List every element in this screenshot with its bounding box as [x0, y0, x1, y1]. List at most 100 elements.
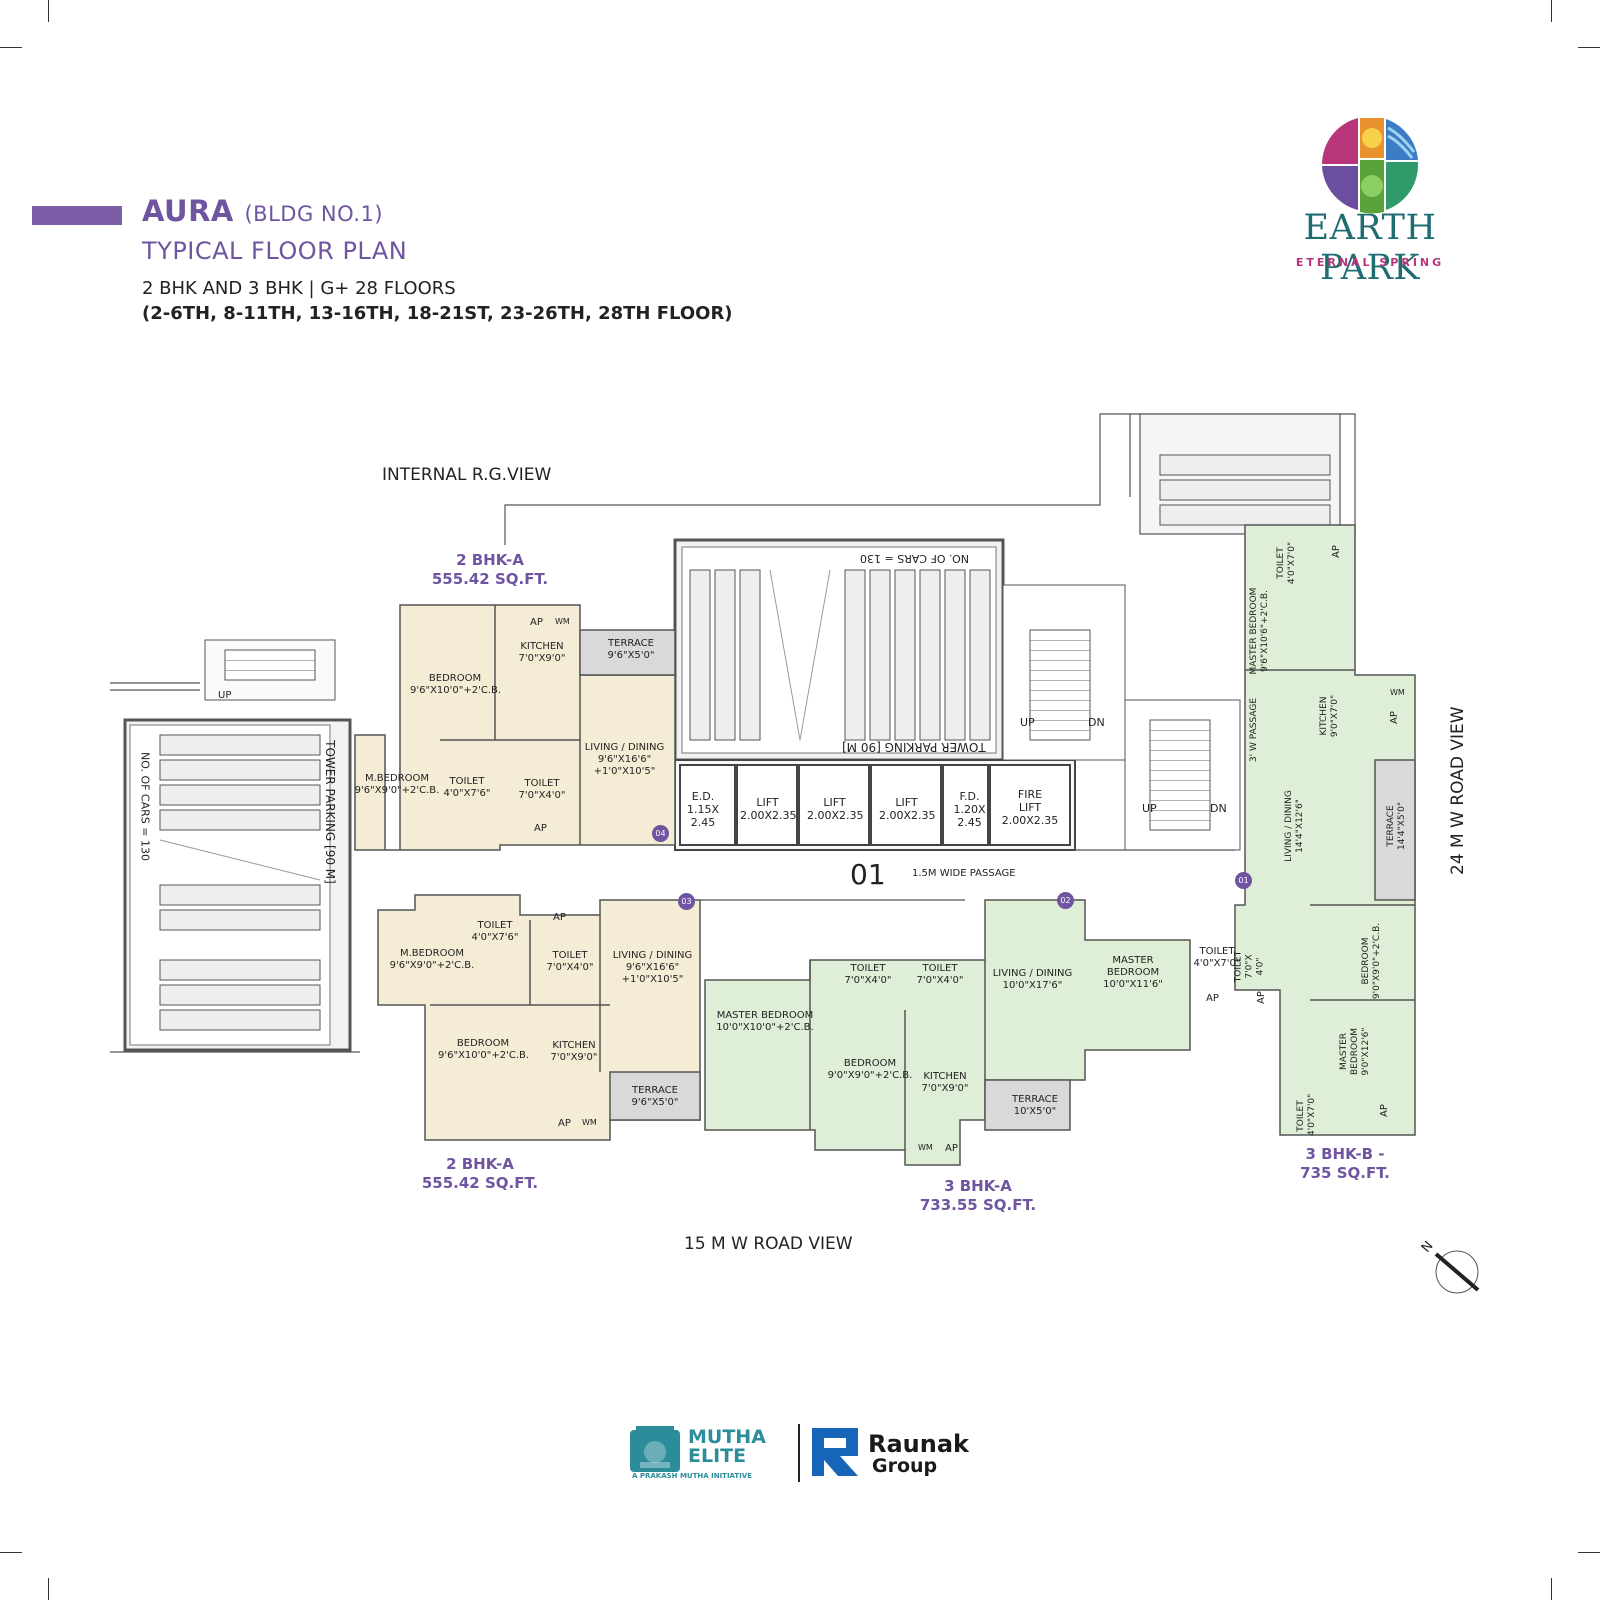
room-ap: AP — [1388, 711, 1400, 724]
unit-marker-03: 03 — [678, 893, 695, 910]
right-tower-parking — [1159, 454, 1331, 526]
unit-area: 555.42 SQ.FT. — [431, 570, 549, 588]
unit-marker-04: 04 — [652, 825, 669, 842]
mutha-elite-tagline: A PRAKASH MUTHA INITIATIVE — [632, 1472, 753, 1480]
unit-area: 735 SQ.FT. — [1300, 1164, 1390, 1182]
crop-mark — [1578, 47, 1600, 48]
unit-marker-02: 02 — [1057, 892, 1074, 909]
unit-3bhk-a — [704, 899, 1191, 1166]
floors-line: (2-6TH, 8-11TH, 13-16TH, 18-21ST, 23-26T… — [142, 303, 733, 324]
plan-title: TYPICAL FLOOR PLAN — [142, 237, 408, 265]
unit-name: 3 BHK-A — [944, 1177, 1012, 1195]
unit-2bhk-top-label: 2 BHK-A 555.42 SQ.FT. — [420, 551, 560, 589]
project-title: AURA (BLDG NO.1) — [142, 194, 383, 228]
raunak-logo-icon — [812, 1428, 858, 1476]
unit-3bhk-a-label: 3 BHK-A 733.55 SQ.FT. — [908, 1177, 1048, 1215]
brand-tagline: ETERNAL SPRING — [1295, 256, 1445, 269]
room-ap: AP — [1255, 991, 1267, 1004]
left-staircase — [204, 639, 336, 701]
room-wm: WM — [582, 1118, 597, 1127]
room-ap: AP — [558, 1118, 571, 1129]
crop-mark — [1551, 1578, 1552, 1600]
unit-2bhk-top — [354, 604, 676, 851]
unit-name: 2 BHK-A — [446, 1155, 514, 1173]
stair-dn-label: DN — [1088, 716, 1105, 729]
room-ap: AP — [945, 1143, 958, 1154]
unit-marker-01: 01 — [1235, 872, 1252, 889]
crop-mark — [0, 47, 22, 48]
room-wm: WM — [918, 1143, 933, 1152]
stair2-up-label: UP — [1142, 802, 1157, 815]
unit-name: 3 BHK-B - — [1305, 1145, 1385, 1163]
room-ap: AP — [1206, 993, 1219, 1004]
mutha-elite-name: MUTHA ELITE — [688, 1426, 766, 1467]
crop-mark — [48, 0, 49, 22]
room-ap: AP — [553, 912, 566, 923]
room-wm: WM — [1390, 688, 1405, 697]
stair2-dn-label: DN — [1210, 802, 1227, 815]
unit-3bhk-b — [1234, 524, 1416, 1136]
room-ap: AP — [1378, 1104, 1390, 1117]
unit-2bhk-bottom-label: 2 BHK-A 555.42 SQ.FT. — [410, 1155, 550, 1193]
building-number: (BLDG NO.1) — [244, 202, 384, 226]
crop-mark — [1551, 0, 1552, 22]
lift-core — [674, 759, 1076, 851]
earth-park-logo-icon — [1322, 118, 1419, 214]
config-line: 2 BHK AND 3 BHK | G+ 28 FLOORS — [142, 278, 456, 299]
mutha-elite-logo-icon — [630, 1426, 680, 1472]
unit-area: 555.42 SQ.FT. — [421, 1174, 539, 1192]
left-tower-parking — [123, 718, 352, 1052]
room-ap: AP — [1330, 545, 1342, 558]
crop-mark — [0, 1552, 22, 1553]
room-passage: 3' W PASSAGE — [1249, 697, 1260, 763]
view-top-label: INTERNAL R.G.VIEW — [382, 465, 552, 485]
core-number: 01 — [850, 858, 886, 891]
stair-up-label: UP — [1020, 716, 1035, 729]
north-arrow-icon: N — [1419, 1239, 1480, 1294]
left-stair-up-label: UP — [218, 690, 232, 701]
room-ap: AP — [534, 823, 547, 834]
unit-2bhk-bottom — [377, 894, 701, 1141]
room-ap: AP — [530, 617, 543, 628]
top-parking-label: TOWER PARKING [90 M] — [842, 740, 986, 754]
passage-label: 1.5M WIDE PASSAGE — [912, 868, 1016, 879]
view-bottom-label: 15 M W ROAD VIEW — [684, 1234, 853, 1254]
footer-divider — [798, 1424, 800, 1482]
brand-name: EARTH PARK — [1303, 208, 1437, 288]
left-parking-label: TOWER PARKING [90 M] — [323, 740, 337, 884]
crop-mark — [1578, 1552, 1600, 1553]
